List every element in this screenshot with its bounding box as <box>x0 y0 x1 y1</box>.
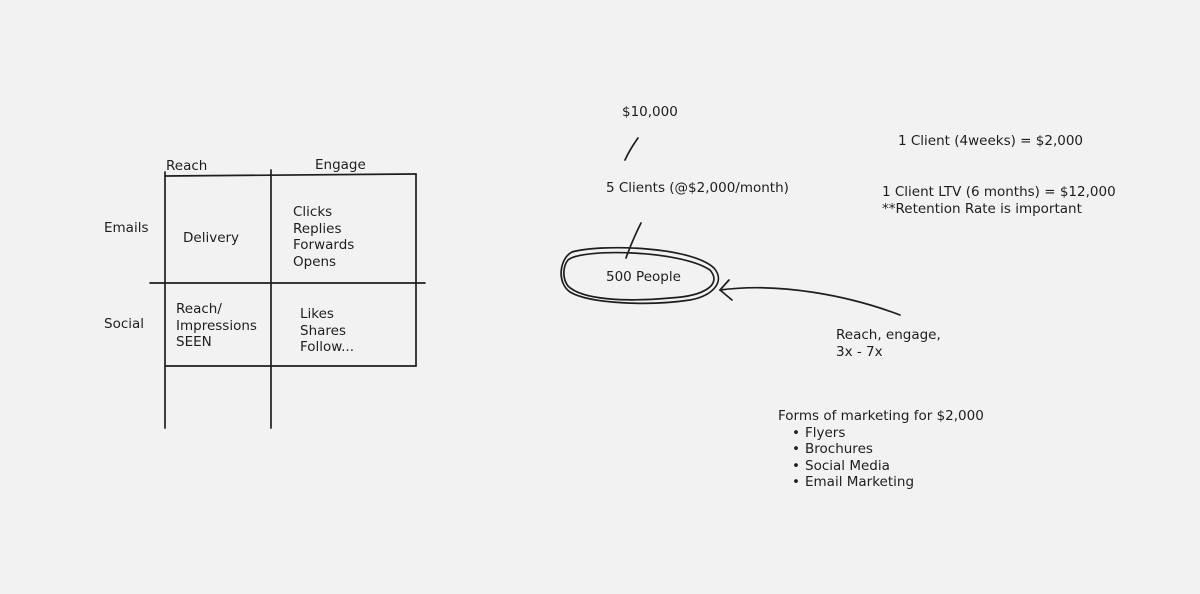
clients-stroke <box>625 222 642 259</box>
cell-text: Impressions <box>176 317 257 334</box>
reach-note-line: Reach, engage, <box>836 327 941 343</box>
cell-emails-reach: Delivery <box>183 230 239 247</box>
budget-stroke <box>624 137 639 161</box>
ltv-note: 1 Client LTV (6 months) = $12,000 **Rete… <box>882 184 1116 217</box>
cell-text: SEEN <box>176 334 212 350</box>
reach-note-line: 3x - 7x <box>836 343 883 360</box>
row-header-emails: Emails <box>104 220 149 236</box>
cell-text: Replies <box>293 220 342 237</box>
reach-arrow-shaft <box>719 286 901 316</box>
marketing-item: Social Media <box>778 458 984 475</box>
reach-arrow-head-bottom <box>719 289 733 301</box>
marketing-bullets: Flyers Brochures Social Media Email Mark… <box>778 425 984 491</box>
marketing-item: Brochures <box>778 441 984 458</box>
cell-emails-engage: Clicks Replies Forwards Opens <box>293 204 354 270</box>
cell-text: Clicks <box>293 204 333 220</box>
cell-text: Delivery <box>183 230 240 246</box>
col-header-reach: Reach <box>166 158 208 174</box>
budget-label: $10,000 <box>622 104 678 120</box>
people-ellipse-outer <box>560 246 720 305</box>
cell-text: Reach/ <box>176 301 222 317</box>
cell-text: Shares <box>300 322 346 339</box>
client-value-note: 1 Client (4weeks) = $2,000 <box>898 133 1084 149</box>
clients-label: 5 Clients (@$2,000/month) <box>606 180 789 196</box>
people-ellipse-inner <box>563 251 715 301</box>
ltv-line: 1 Client LTV (6 months) = $12,000 <box>882 184 1116 200</box>
cell-social-engage: Likes Shares Follow... <box>300 306 354 356</box>
cell-social-reach: Reach/ Impressions SEEN <box>176 301 257 351</box>
retention-line: **Retention Rate is important <box>882 200 1082 217</box>
cell-text: Likes <box>300 306 334 322</box>
people-label: 500 People <box>606 269 681 285</box>
marketing-item: Email Marketing <box>778 474 984 491</box>
col-header-engage: Engage <box>315 157 366 173</box>
marketing-list: Forms of marketing for $2,000 Flyers Bro… <box>778 408 984 491</box>
row-header-social: Social <box>104 316 145 332</box>
cell-text: Forwards <box>293 237 355 253</box>
marketing-item: Flyers <box>778 425 984 442</box>
reach-note: Reach, engage, 3x - 7x <box>836 327 941 360</box>
cell-text: Follow... <box>300 339 354 355</box>
marketing-title: Forms of marketing for $2,000 <box>778 408 984 424</box>
matrix-top-line <box>164 173 417 177</box>
cell-text: Opens <box>293 253 337 270</box>
reach-arrow-head-top <box>719 279 730 291</box>
